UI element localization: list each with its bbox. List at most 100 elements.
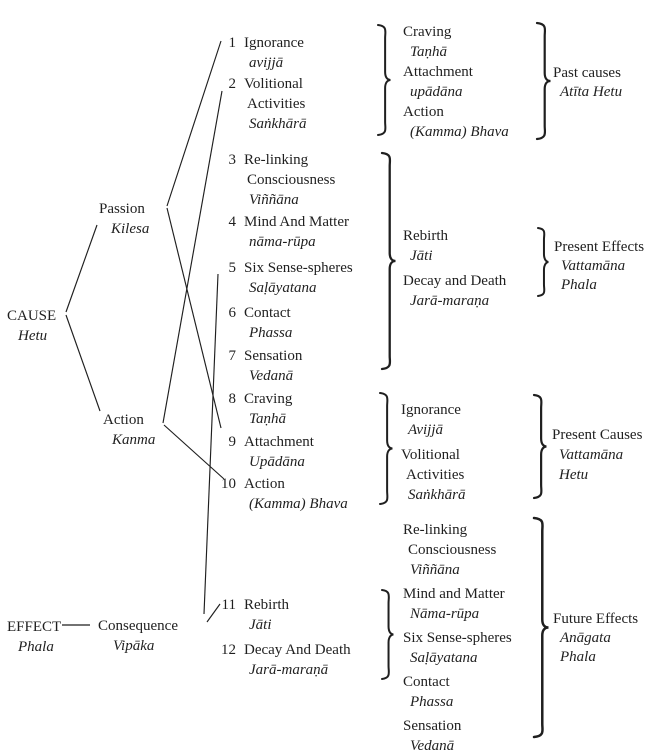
period-label-title: Present Effects <box>554 239 645 255</box>
item-pali: Saḷāyatana <box>249 280 317 296</box>
item-pali: avijjā <box>249 55 284 71</box>
group-entry-label-line: Contact <box>403 674 450 690</box>
consequence-label: Consequence <box>98 618 178 634</box>
action-label: Action <box>103 412 144 428</box>
item-label-line: Mind And Matter <box>244 214 349 230</box>
group-entry-pali: Phassa <box>410 694 454 710</box>
group-entry-label-line: Ignorance <box>401 402 461 418</box>
cause-label: CAUSE <box>7 308 57 324</box>
period-label-pali-line: Anāgata <box>560 630 611 646</box>
item-pali: Taṇhā <box>249 411 286 427</box>
item-label-line: Sensation <box>244 348 303 364</box>
group-entry-label-line: Attachment <box>403 64 473 80</box>
group-entry-label-line: Decay and Death <box>403 273 507 289</box>
line-passion-item9 <box>166 207 222 429</box>
consequence-pali: Vipāka <box>113 638 155 654</box>
item-number: 9 <box>228 434 237 450</box>
item-pali: (Kamma) Bhava <box>249 496 348 512</box>
period-label-pali-line: Phala <box>560 649 596 665</box>
brace-items-3-7 <box>380 151 396 371</box>
group-entry-pali: Nāma-rūpa <box>410 606 480 622</box>
item-text: Action(Kamma) Bhava <box>244 474 348 514</box>
item-label-line: Six Sense-spheres <box>244 260 353 276</box>
passion-term: Passion Kilesa <box>99 199 149 239</box>
effect-label: EFFECT <box>7 619 62 635</box>
action-pali: Kanma <box>112 432 156 448</box>
period-label-pali-line: Atīta Hetu <box>560 84 623 100</box>
item-number: 11 <box>221 597 236 613</box>
period-label-pali-line: Vattamāna <box>561 258 626 274</box>
nidana-item-10: 10 Action(Kamma) Bhava <box>220 474 348 514</box>
brace-items-11-12 <box>381 589 394 680</box>
group-entry-label-line: Action <box>403 104 444 120</box>
group-entry-pali: Avijjā <box>408 422 443 438</box>
item-number: 1 <box>228 35 237 51</box>
item-pali: Jāti <box>249 617 272 633</box>
brace-past-causes <box>535 21 551 141</box>
effect-term: EFFECT Phala <box>7 617 61 657</box>
item-label-line: Craving <box>244 391 293 407</box>
item-number: 6 <box>228 305 237 321</box>
group-entry-label-line: Re-linking <box>403 522 468 538</box>
period-label-pali-line: Phala <box>561 277 597 293</box>
period-label-pali-line: Hetu <box>559 467 589 483</box>
item-number: 5 <box>228 260 237 276</box>
line-passion-item1 <box>166 40 222 207</box>
item-pali: Viññāna <box>249 192 299 208</box>
item-label-line: Ignorance <box>244 35 304 51</box>
group-entry-label-line: Activities <box>406 467 465 483</box>
group-entry-pali: (Kamma) Bhava <box>410 124 509 140</box>
group-entry-label-line: Consciousness <box>408 542 497 558</box>
brace-future-effects <box>532 516 549 739</box>
nidana-item-1: 1 Ignorance avijjā <box>220 33 304 73</box>
group-entry-label-line: Sensation <box>403 718 462 734</box>
line-cause-action <box>65 314 101 412</box>
group-entry-label-line: Volitional <box>401 447 460 463</box>
cause-term: CAUSE Hetu <box>7 306 56 346</box>
item-number: 10 <box>221 476 236 492</box>
group-entry-label-line: Six Sense-spheres <box>403 630 512 646</box>
item-label-line: Rebirth <box>244 597 289 613</box>
item-text: Ignorance avijjā <box>244 33 304 73</box>
period-label-title: Future Effects <box>553 611 639 627</box>
group-entry-pali: Jarā-maraṇa <box>410 293 490 309</box>
brace-items-8-10 <box>379 392 393 505</box>
item-label-line: Consciousness <box>247 172 336 188</box>
effect-pali: Phala <box>18 639 54 655</box>
item-label-line: Volitional <box>244 76 303 92</box>
item-label-line: Decay And Death <box>244 642 351 658</box>
group-entry-pali: Viññāna <box>410 562 460 578</box>
group-entry-label-line: Mind and Matter <box>403 586 505 602</box>
line-action-item10 <box>163 424 225 480</box>
consequence-term: Consequence Vipāka <box>98 616 178 656</box>
item-number: 4 <box>228 214 237 230</box>
period-label-title: Present Causes <box>552 427 643 443</box>
passion-pali: Kilesa <box>111 221 150 237</box>
group-entry: Action (Kamma) Bhava <box>403 102 509 142</box>
